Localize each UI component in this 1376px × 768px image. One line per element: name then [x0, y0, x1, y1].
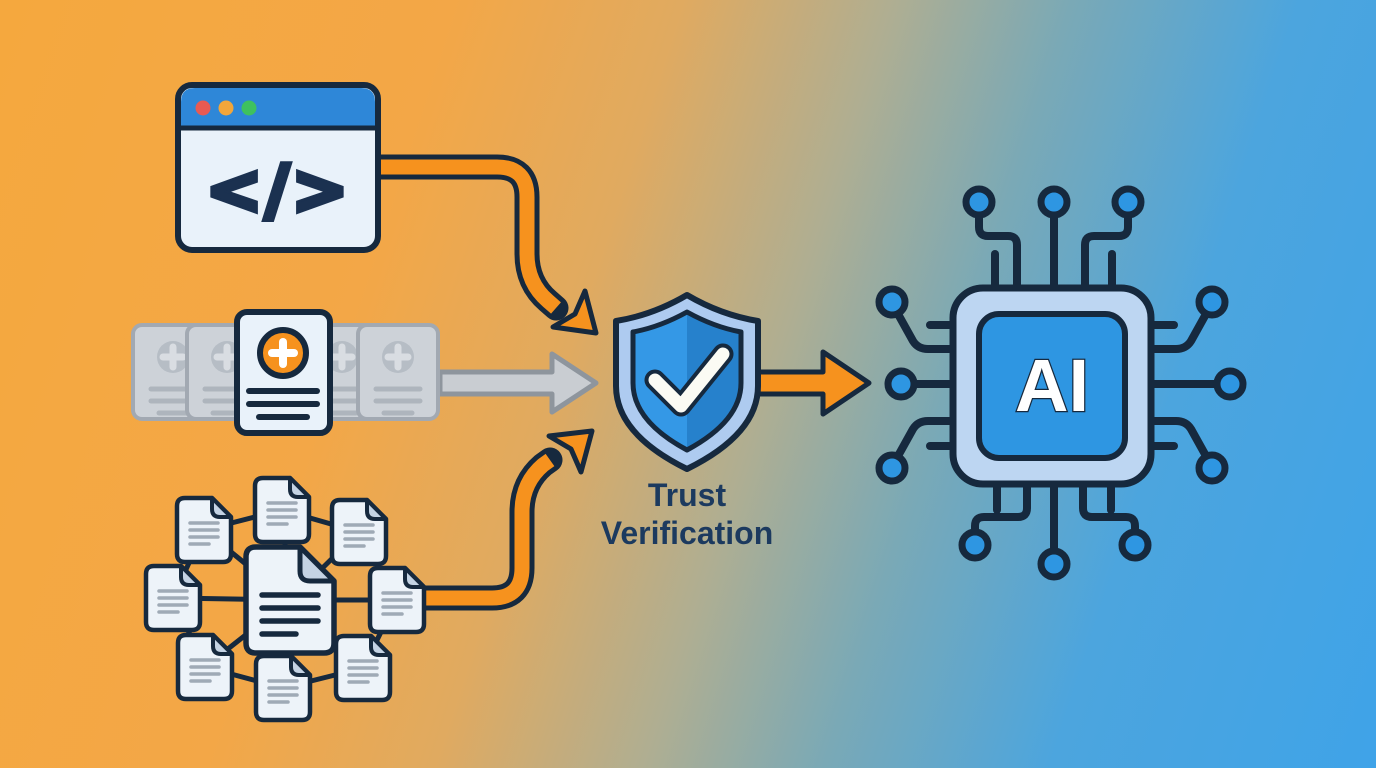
ai-chip-icon: AI — [875, 185, 1247, 581]
document-center-icon — [243, 544, 337, 656]
document-network-icon — [146, 478, 424, 720]
trust-label-line2: Verification — [601, 515, 774, 551]
shield-inner — [630, 309, 744, 453]
document-icon — [336, 636, 390, 700]
document-icon — [256, 656, 310, 720]
code-symbol: </> — [206, 151, 351, 230]
code-window-icon: </> — [175, 82, 381, 253]
document-icon — [178, 635, 232, 699]
document-icon — [146, 566, 200, 630]
chip-label: AI — [1015, 344, 1089, 427]
chip-pins — [894, 210, 1220, 555]
flow-arrow-docs-to-shield — [411, 428, 595, 611]
browser-title-bar — [181, 88, 375, 128]
flow-arrow-shield-to-chip — [754, 349, 872, 417]
shield-check-icon — [613, 292, 761, 472]
credential-cards-icon — [133, 309, 438, 436]
window-dot-green-icon — [241, 100, 257, 116]
flow-arrow-cards-to-shield — [437, 351, 599, 415]
document-icon — [255, 478, 309, 542]
arrowhead — [546, 428, 595, 475]
window-dot-orange-icon — [218, 100, 234, 116]
chip-body-inner — [976, 311, 1128, 461]
arrowhead — [550, 288, 599, 336]
card-highlighted — [234, 309, 333, 436]
flow-arrow-code-to-shield — [361, 154, 599, 336]
document-icon — [332, 500, 386, 564]
chip-pin-nodes — [875, 185, 1247, 581]
window-dot-red-icon — [195, 100, 211, 116]
trust-label-line1: Trust — [648, 477, 727, 513]
document-icon — [370, 568, 424, 632]
document-icon — [177, 498, 231, 562]
card-gray-4 — [358, 325, 438, 419]
